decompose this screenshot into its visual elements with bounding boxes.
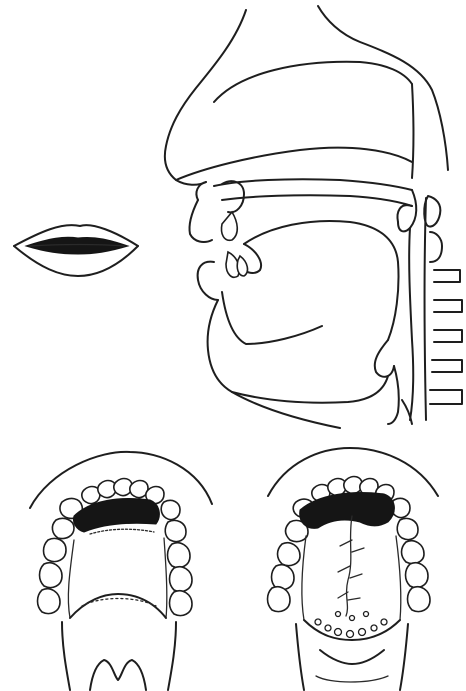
- palatogram-right: [268, 448, 439, 690]
- sagittal-section: [165, 6, 462, 428]
- palatogram-left: [30, 452, 212, 690]
- lips-front-view: [14, 225, 138, 276]
